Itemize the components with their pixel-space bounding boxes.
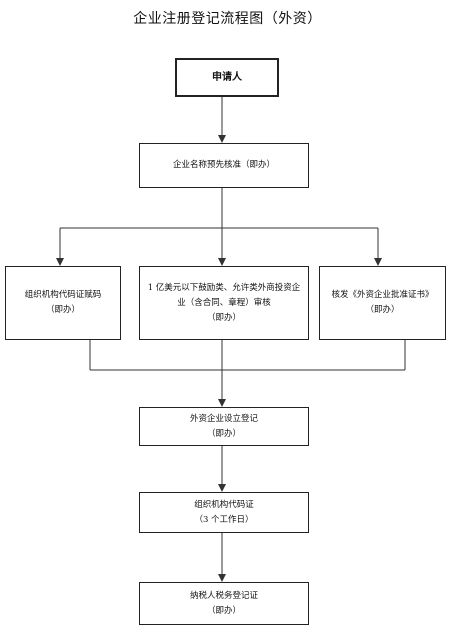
node-foreign-review-line3: （即办） xyxy=(206,312,241,323)
node-tax-reg-line1: 纳税人税务登记证 xyxy=(189,590,258,601)
node-establishment-reg-line1: 外资企业设立登记 xyxy=(189,413,258,424)
node-tax-reg-line2: （即办） xyxy=(206,605,241,616)
node-foreign-review-line2: 业（含合同、章程）审核 xyxy=(177,297,271,308)
node-approval-cert: 核发《外资企业批准证书》 （即办） xyxy=(319,266,446,340)
node-name-precheck-label: 企业名称预先核准（即办） xyxy=(172,160,275,170)
node-approval-cert-line2: （即办） xyxy=(365,305,400,315)
node-establishment-reg: 外资企业设立登记 （即办） xyxy=(139,407,309,446)
node-org-code-assign: 组织机构代码证赋码 （即办） xyxy=(5,266,121,340)
node-foreign-review-line1: 1 亿美元以下鼓励类、允许类外商投资企 xyxy=(147,282,301,293)
node-establishment-reg-line2: （即办） xyxy=(206,428,241,439)
node-applicant-label: 申请人 xyxy=(212,72,242,83)
node-org-code-cert-line1: 组织机构代码证 xyxy=(194,499,254,510)
node-org-code-cert-line2: （3 个工作日） xyxy=(194,514,254,525)
diagram-title: 企业注册登记流程图（外资） xyxy=(133,11,322,27)
node-org-code-assign-line1: 组织机构代码证赋码 xyxy=(24,290,102,300)
node-org-code-assign-line2: （即办） xyxy=(45,305,80,315)
node-approval-cert-line1: 核发《外资企业批准证书》 xyxy=(331,290,434,300)
node-org-code-cert: 组织机构代码证 （3 个工作日） xyxy=(139,492,309,533)
node-name-precheck: 企业名称预先核准（即办） xyxy=(139,143,309,188)
node-foreign-review: 1 亿美元以下鼓励类、允许类外商投资企 业（含合同、章程）审核 （即办） xyxy=(139,266,309,340)
node-applicant: 申请人 xyxy=(175,58,279,97)
node-tax-reg: 纳税人税务登记证 （即办） xyxy=(139,582,309,625)
